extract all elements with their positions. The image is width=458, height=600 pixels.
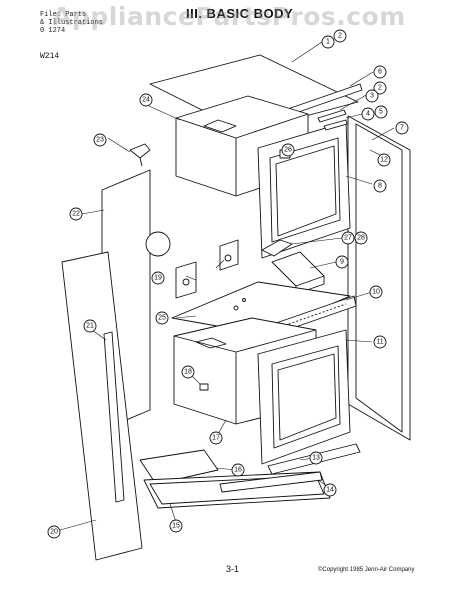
svg-text:10: 10 [372, 289, 380, 296]
svg-text:5: 5 [379, 109, 383, 116]
svg-text:2: 2 [378, 85, 382, 92]
callout-22: 22 [69, 207, 83, 221]
callout-2: 2 [333, 29, 347, 43]
copyright-notice: ©Copyright 1985 Jenn-Air Company [318, 567, 415, 573]
svg-text:4: 4 [366, 111, 370, 118]
side-bracket [175, 261, 197, 299]
page-number: 3-1 [226, 564, 240, 574]
callout-17: 17 [209, 431, 223, 445]
watermark-text: AppliancePartsPros.com [52, 2, 406, 31]
callout-1: 1 [321, 35, 335, 49]
svg-text:14: 14 [326, 487, 334, 494]
svg-text:8: 8 [378, 183, 382, 190]
svg-text:21: 21 [86, 323, 94, 330]
callout-12: 12 [377, 153, 391, 167]
svg-text:24: 24 [142, 97, 150, 104]
bottom-tray [139, 449, 219, 485]
svg-text:25: 25 [158, 315, 166, 322]
svg-text:15: 15 [172, 523, 180, 530]
svg-text:6: 6 [378, 69, 382, 76]
center-channel [271, 251, 325, 287]
svg-text:28: 28 [357, 235, 365, 242]
svg-text:7: 7 [400, 125, 404, 132]
svg-text:9: 9 [340, 259, 344, 266]
svg-text:23: 23 [96, 137, 104, 144]
callout-2b: 2 [373, 81, 387, 95]
callout-4: 4 [361, 107, 375, 121]
callout-24: 24 [139, 93, 153, 107]
svg-text:3: 3 [370, 93, 374, 100]
callout-19: 19 [151, 271, 165, 285]
callout-18: 18 [181, 365, 195, 379]
svg-text:13: 13 [312, 455, 320, 462]
callout-28: 28 [354, 231, 368, 245]
svg-text:27: 27 [344, 235, 352, 242]
svg-text:2: 2 [338, 33, 342, 40]
callout-21: 21 [83, 319, 97, 333]
side-trim [103, 331, 125, 503]
svg-text:22: 22 [72, 211, 80, 218]
svg-text:12: 12 [380, 157, 388, 164]
svg-text:17: 17 [212, 435, 220, 442]
lower-oven-frame [257, 329, 351, 465]
callout-27: 27 [341, 231, 355, 245]
svg-text:20: 20 [50, 529, 58, 536]
callout-9: 9 [335, 255, 349, 269]
callout-3: 3 [365, 89, 379, 103]
file-label: File: Parts [40, 11, 87, 19]
callout-6: 6 [373, 65, 387, 79]
callout-15: 15 [169, 519, 183, 533]
svg-text:1: 1 [326, 39, 330, 46]
page-title: III. BASIC BODY [186, 6, 294, 21]
callout-25: 25 [155, 311, 169, 325]
svg-text:18: 18 [184, 369, 192, 376]
callout-5: 5 [374, 105, 388, 119]
file-subtitle: & Illustrations [40, 19, 104, 27]
callout-16: 16 [231, 463, 245, 477]
callout-23: 23 [93, 133, 107, 147]
svg-text:16: 16 [234, 467, 242, 474]
callout-14: 14 [323, 483, 337, 497]
callout-13: 13 [309, 451, 323, 465]
model-number: W214 [40, 52, 60, 61]
kick-plate [219, 471, 323, 493]
callout-26: 26 [281, 143, 295, 157]
svg-text:11: 11 [376, 339, 383, 346]
callout-11: 11 [373, 335, 387, 349]
callout-20: 20 [47, 525, 61, 539]
callout-7: 7 [395, 121, 409, 135]
callout-8: 8 [373, 179, 387, 193]
callout-10: 10 [369, 285, 383, 299]
svg-text:19: 19 [154, 275, 162, 282]
right-side-panel [347, 115, 411, 441]
svg-text:26: 26 [284, 147, 292, 154]
file-number: 0 1274 [40, 27, 66, 35]
